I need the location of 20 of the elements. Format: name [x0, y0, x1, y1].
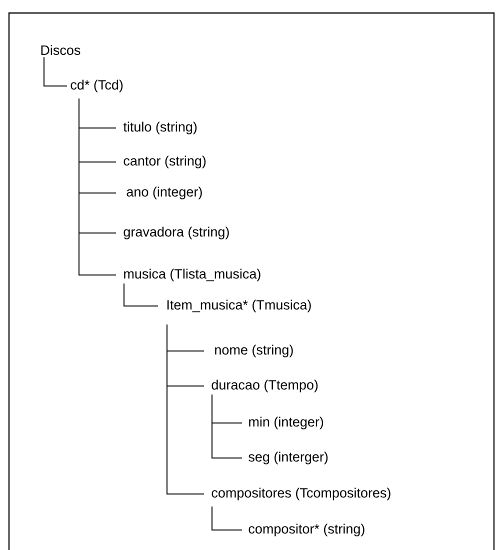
tree-connector [124, 283, 158, 306]
tree-connector [166, 324, 204, 494]
tree-label: ano (integer) [126, 186, 202, 200]
tree-label: cantor (string) [124, 156, 206, 168]
tree-label: Item_musica* (Tmusica) [167, 300, 311, 312]
tree-label: compositor* (string) [248, 524, 364, 536]
tree-label: musica (Tlista_musica) [124, 268, 260, 282]
tree-connector [78, 98, 116, 276]
tree-label: compositores (Tcompositores) [212, 488, 390, 500]
tree-label: gravadora (string) [124, 226, 229, 240]
tree-label: nome (string) [215, 344, 293, 358]
tree-label: seg (interger) [248, 452, 328, 464]
tree-label: cd* (Tcd) [70, 80, 123, 92]
tree-label: Discos [41, 45, 80, 55]
tree-label: min (integer) [249, 416, 324, 430]
tree-connector [44, 56, 68, 86]
tree-connector [212, 394, 242, 458]
tree-label: duracao (Ttempo) [212, 380, 318, 392]
tree-label: titulo (string) [123, 122, 197, 134]
tree-connector [212, 506, 242, 530]
